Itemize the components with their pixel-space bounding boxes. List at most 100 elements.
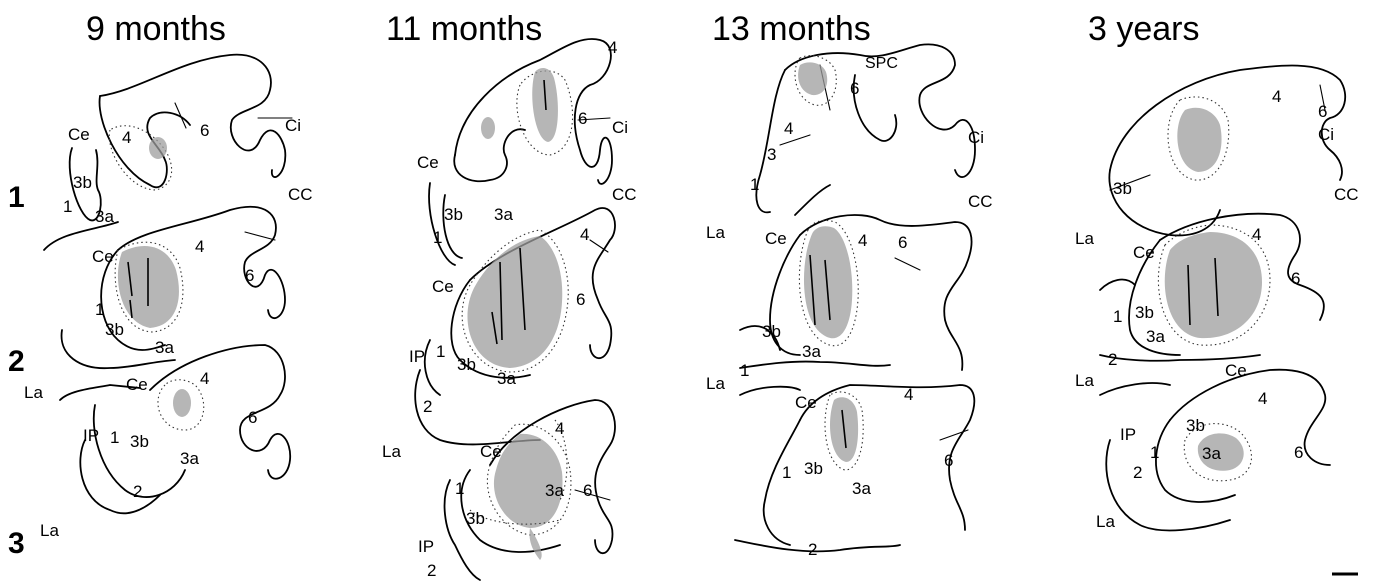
label-area-3a: 3a [497,369,516,388]
label-ip: IP [83,426,99,445]
panel-9-months: Ce 4 6 Ci CC 3b 1 3a Ce 4 6 1 3b 3a [24,55,313,540]
section-1: SPC 6 4 Ci 3 1 CC [750,44,993,215]
label-area-3a: 3a [95,207,114,226]
label-la: La [24,383,43,402]
row-number-2: 2 [8,345,25,378]
label-la: La [1075,229,1094,248]
label-area-3b: 3b [130,432,149,451]
label-area-3a: 3a [852,479,871,498]
panel-13-months: SPC 6 4 Ci 3 1 CC La Ce 4 6 3b 3a [706,44,993,559]
label-area-4: 4 [122,128,131,147]
label-ce: Ce [480,442,502,461]
section-2: La Ce 4 6 1 3b 3a 2 [1075,214,1324,369]
label-ci: Ci [1318,125,1334,144]
label-ce: Ce [795,393,817,412]
label-la: La [40,521,59,540]
label-cc: CC [612,185,637,204]
label-area-6: 6 [898,233,907,252]
label-area-2: 2 [1108,350,1117,369]
label-ce: Ce [1225,361,1247,380]
label-area-6: 6 [245,266,254,285]
label-ci: Ci [285,116,301,135]
label-area-4: 4 [555,419,564,438]
section-2: Ce 4 6 1 3b 3a [62,207,285,368]
label-area-4: 4 [200,369,209,388]
panel-11-months: 4 6 Ci Ce CC 3b 1 3a 4 Ce 6 IP 1 3b 3a [382,38,637,580]
row-number-3: 3 [8,527,25,560]
label-area-4: 4 [580,225,589,244]
section-3: Ce 4 1 3a 6 3b IP 2 [418,400,615,580]
label-area-6: 6 [1294,443,1303,462]
label-ce: Ce [68,125,90,144]
label-area-1: 1 [63,197,72,216]
label-ci: Ci [612,118,628,137]
label-area-6: 6 [576,290,585,309]
label-area-3b: 3b [1135,303,1154,322]
label-ce: Ce [432,277,454,296]
label-ce: Ce [92,247,114,266]
label-area-6: 6 [578,109,587,128]
label-area-3a: 3a [1146,327,1165,346]
label-area-3b: 3b [466,509,485,528]
label-ce: Ce [126,375,148,394]
panel-title-3-years: 3 years [1088,10,1200,48]
label-area-4: 4 [195,237,204,256]
label-la: La [382,442,401,461]
label-area-2: 2 [133,482,142,501]
label-area-6: 6 [850,79,859,98]
label-area-4: 4 [1252,225,1261,244]
label-area-1: 1 [436,342,445,361]
label-area-3b: 3b [73,173,92,192]
label-area-2: 2 [427,561,436,580]
label-area-3: 3 [767,145,776,164]
label-ip: IP [418,537,434,556]
label-cc: CC [968,192,993,211]
section-2: La Ce 4 6 3b 3a [706,215,972,370]
panel-title-11-months: 11 months [386,10,542,48]
label-area-6: 6 [1318,102,1327,121]
label-ip: IP [1120,425,1136,444]
label-area-3a: 3a [1202,444,1221,463]
section-1: Ce 4 6 Ci CC 3b 1 3a [44,55,313,250]
label-area-3b: 3b [105,320,124,339]
label-area-1: 1 [1150,443,1159,462]
label-ce: Ce [765,229,787,248]
label-area-1: 1 [740,361,749,380]
label-area-4: 4 [858,231,867,250]
label-area-6: 6 [200,121,209,140]
label-area-1: 1 [782,463,791,482]
label-ce: Ce [1133,243,1155,262]
panel-title-13-months: 13 months [712,10,871,48]
section-1: 4 6 Ci Ce CC 3b 1 3a [417,38,637,265]
label-area-4: 4 [1258,389,1267,408]
label-area-3b: 3b [762,322,781,341]
label-area-3b: 3b [1186,416,1205,435]
label-area-4: 4 [1272,87,1281,106]
label-area-1: 1 [750,175,759,194]
label-cc: CC [288,185,313,204]
label-area-2: 2 [1133,463,1142,482]
section-3: La 1 Ce 4 6 1 3b 3a 2 [706,361,974,559]
label-area-1: 1 [1113,307,1122,326]
panel-3-years: 4 6 Ci 3b CC La Ce 4 6 1 3b 3a 2 [1075,66,1359,531]
label-area-1: 1 [95,300,104,319]
label-area-6: 6 [944,451,953,470]
label-ce: Ce [417,153,439,172]
panel-title-9-months: 9 months [86,10,226,48]
label-area-4: 4 [904,385,913,404]
label-ci: Ci [968,128,984,147]
label-area-3b: 3b [1113,179,1132,198]
label-area-3a: 3a [545,481,564,500]
section-1: 4 6 Ci 3b CC [1109,66,1358,236]
label-area-3b: 3b [804,459,823,478]
label-area-1: 1 [455,479,464,498]
label-area-6: 6 [1291,269,1300,288]
label-area-6: 6 [583,481,592,500]
section-3: La Ce 4 IP 3b 1 3a 6 2 La [1075,361,1330,531]
label-area-4: 4 [784,119,793,138]
label-la: La [706,374,725,393]
label-area-4: 4 [608,38,617,57]
label-cc: CC [1334,185,1359,204]
label-area-3a: 3a [180,449,199,468]
